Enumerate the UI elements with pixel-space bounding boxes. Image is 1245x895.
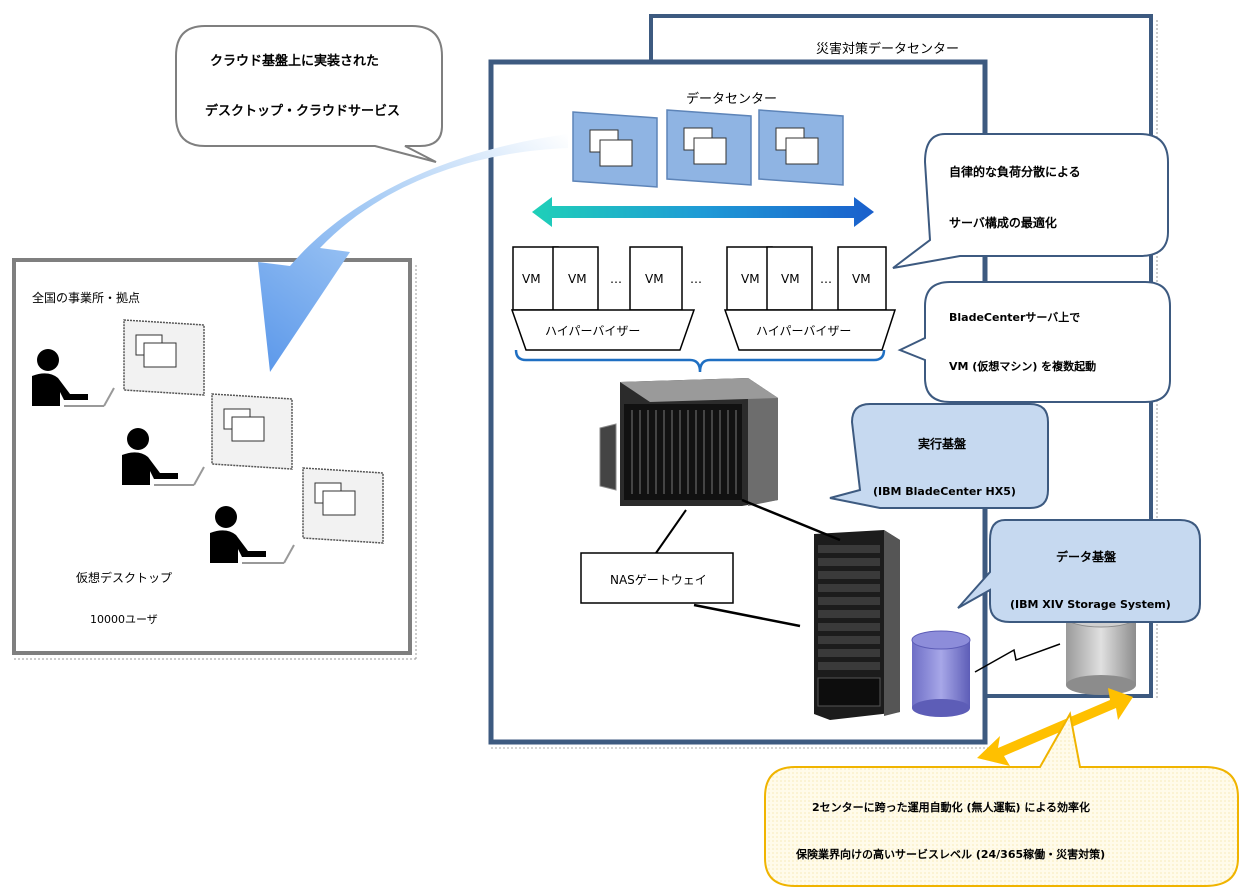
storage-rack-icon: [814, 530, 900, 720]
users-count-label: 10000ユーザ: [90, 613, 158, 626]
vm-label: VM: [522, 272, 541, 286]
group-ellipsis: …: [690, 272, 702, 286]
vm-box: [512, 246, 559, 311]
offices-label: 全国の事業所・拠点: [32, 291, 141, 305]
desktop-monitor-icon: [211, 393, 293, 470]
cloud-callout-line2: デスクトップ・クラウドサービス: [205, 104, 401, 119]
cloud-callout-line1: クラウド基盤上に実装された: [210, 54, 380, 69]
vm-box: [726, 246, 773, 311]
bladecenter-callout-line1: BladeCenterサーバ上で: [949, 311, 1081, 324]
hypervisor-bracket: [514, 349, 886, 373]
data-callout-line2: (IBM XIV Storage System): [1010, 598, 1171, 611]
nas-gateway-label: NASゲートウェイ: [610, 573, 707, 587]
load-balance-arrow: [532, 197, 874, 227]
vm-label: VM: [645, 272, 664, 286]
user-icon: [32, 349, 115, 407]
vm-label: VM: [568, 272, 587, 286]
vm-ellipsis: …: [610, 272, 622, 286]
replication-link: [974, 643, 1061, 673]
cloud-to-offices-arrow: [258, 134, 568, 372]
bottom-callout-line2: 保険業界向けの高いサービスレベル (24/365稼働・災害対策): [796, 848, 1106, 861]
blade-server-icon: [599, 378, 778, 506]
nas-to-storage-line: [693, 603, 801, 628]
data-center-label: データセンター: [686, 92, 778, 107]
bottom-callout-bubble: [764, 711, 1239, 887]
exec-callout-line1: 実行基盤: [918, 437, 967, 451]
vm-box: [837, 246, 887, 311]
office-desktops: [32, 319, 384, 564]
hypervisor-box: [510, 309, 696, 351]
vm-group-2: [723, 246, 897, 351]
vm-label: VM: [781, 272, 800, 286]
vm-label: VM: [741, 272, 760, 286]
nas-gateway-box: [580, 552, 734, 604]
monitor-icon: [572, 111, 658, 188]
desktop-monitor-icon: [302, 467, 384, 544]
primary-storage-cylinder: [911, 630, 971, 717]
vdesktop-label: 仮想デスクトップ: [76, 571, 173, 585]
nas-to-server-line: [655, 509, 687, 554]
user-icon: [122, 428, 205, 486]
two-center-arrow: [977, 688, 1133, 766]
datacenter-monitors: [572, 109, 844, 188]
autonomy-callout-bubble: [892, 133, 1169, 269]
desktop-monitor-icon: [123, 319, 205, 396]
hypervisor-box: [723, 309, 897, 351]
hypervisor-label: ハイパーバイザー: [756, 324, 852, 338]
cloud-callout-bubble: [175, 25, 443, 163]
bladecenter-callout-bubble: [897, 281, 1171, 403]
user-icon: [210, 506, 295, 564]
monitor-icon: [666, 109, 752, 186]
data-callout-bubble: [957, 519, 1201, 623]
vm-ellipsis: …: [820, 272, 832, 286]
vm-box: [552, 246, 599, 311]
bottom-callout-line1: 2センターに跨った運用自動化 (無人運転) による効率化: [812, 801, 1091, 814]
exec-callout-bubble: [829, 403, 1049, 509]
data-callout-line1: データ基盤: [1056, 550, 1117, 564]
vm-group-1: [510, 246, 696, 351]
exec-callout-line2: (IBM BladeCenter HX5): [873, 485, 1016, 498]
hypervisor-label: ハイパーバイザー: [545, 324, 641, 338]
autonomy-callout-line1: 自律的な負荷分散による: [949, 165, 1081, 179]
bladecenter-callout-line2: VM (仮想マシン) を複数起動: [949, 360, 1097, 373]
monitor-icon: [758, 109, 844, 186]
vm-label: VM: [852, 272, 871, 286]
autonomy-callout-line2: サーバ構成の最適化: [949, 216, 1057, 230]
disaster-center-label: 災害対策データセンター: [816, 42, 960, 57]
vm-box: [629, 246, 683, 311]
server-to-storage-line: [741, 498, 841, 542]
